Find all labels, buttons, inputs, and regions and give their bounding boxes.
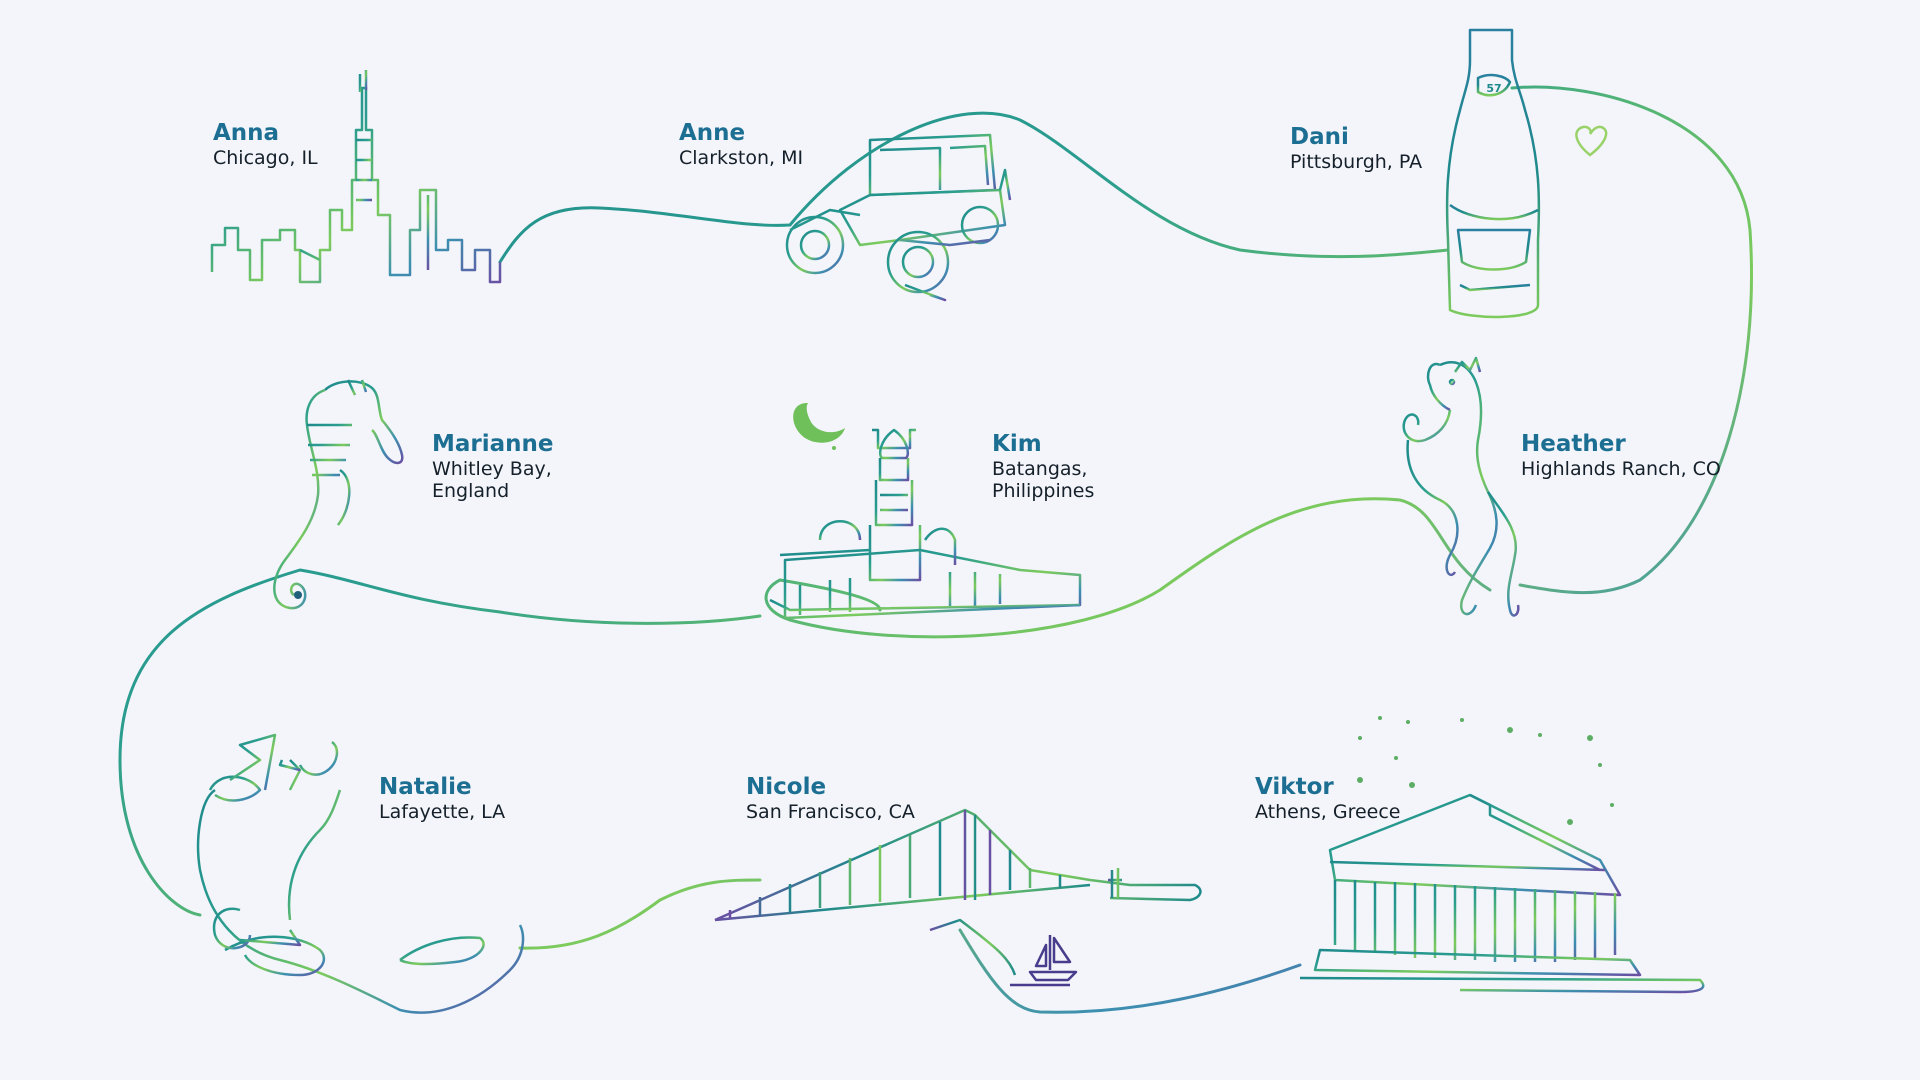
stop-place-line: England	[432, 480, 510, 502]
mardi-gras-mask-icon	[196, 733, 525, 1014]
sailboat-icon	[1010, 935, 1078, 987]
stop-name: Anna	[213, 120, 280, 146]
stop-label-viktor: Viktor Athens, Greece	[1255, 774, 1401, 823]
rearing-horse-icon	[1402, 356, 1520, 617]
stop-name: Natalie	[379, 774, 472, 800]
parthenon-icon	[1299, 793, 1705, 994]
stop-place: Pittsburgh, PA	[1290, 151, 1423, 173]
stop-label-anna: Anna Chicago, IL	[213, 120, 318, 169]
sparkle-dots-icon	[1357, 716, 1614, 825]
stop-place: Clarkston, MI	[679, 147, 804, 169]
bottle-label: 57	[1486, 82, 1501, 95]
moon-icon	[793, 402, 845, 443]
stop-name: Nicole	[746, 774, 827, 800]
stop-label-heather: Heather Highlands Ranch, CO	[1521, 431, 1721, 480]
stop-name: Heather	[1521, 431, 1626, 457]
stop-label-nicole: Nicole San Francisco, CA	[746, 774, 915, 823]
stop-name: Kim	[992, 431, 1042, 457]
stop-place: Chicago, IL	[213, 147, 318, 169]
stop-name: Dani	[1290, 124, 1349, 150]
stop-name: Viktor	[1255, 774, 1334, 800]
stop-label-anne: Anne Clarkston, MI	[679, 120, 803, 169]
ketchup-bottle-icon	[1445, 28, 1541, 319]
seahorse-icon	[273, 379, 404, 610]
vintage-car-icon	[785, 133, 1012, 302]
chicago-skyline-icon	[210, 70, 502, 284]
stop-place-line: Whitley Bay,	[432, 458, 552, 480]
golden-gate-bridge-icon	[714, 808, 1202, 976]
stop-place: Batangas, Philippines	[992, 458, 1094, 502]
stop-place: Whitley Bay, England	[432, 458, 554, 502]
stop-label-natalie: Natalie Lafayette, LA	[379, 774, 505, 823]
seahorse-eye-icon	[294, 591, 302, 599]
stop-place: Lafayette, LA	[379, 801, 506, 823]
stop-label-kim: Kim Batangas, Philippines	[992, 431, 1094, 502]
stop-label-marianne: Marianne Whitley Bay, England	[432, 431, 554, 502]
church-icon	[769, 428, 1082, 620]
stop-name: Anne	[679, 120, 746, 146]
heart-icon	[1575, 125, 1608, 157]
stop-place-line: Philippines	[992, 480, 1095, 502]
stop-place: Athens, Greece	[1255, 801, 1401, 823]
stop-label-dani: Dani Pittsburgh, PA	[1290, 124, 1422, 173]
route-line	[118, 85, 1754, 1014]
star-dot-icon	[832, 446, 836, 450]
stop-place-line: Batangas,	[992, 458, 1088, 480]
stop-place: Highlands Ranch, CO	[1521, 458, 1721, 480]
stop-place: San Francisco, CA	[746, 801, 915, 823]
stop-name: Marianne	[432, 431, 554, 457]
